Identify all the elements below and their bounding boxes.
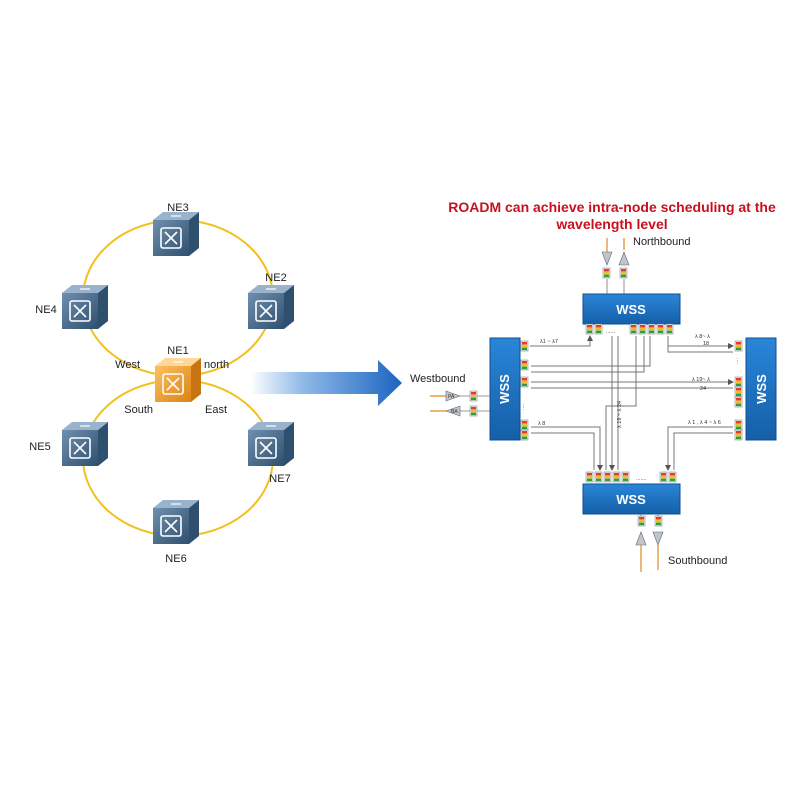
wl-l8: λ 8: [538, 421, 545, 427]
northbound-label: Northbound: [633, 236, 691, 248]
wl-l1-l4-l6: λ 1 , λ 4 ~ λ 6: [688, 420, 721, 426]
ne3-label: NE3: [167, 202, 188, 214]
roadm-panel: ROADM can achieve intra-node scheduling …: [410, 199, 777, 572]
wl-l8-18a: λ 8~ λ: [695, 334, 710, 340]
ne2-label: NE2: [265, 272, 286, 284]
port-west-label: West: [115, 359, 140, 371]
wl-l19-24v: λ 19 ~ λ 24: [617, 401, 623, 428]
westbound-amplifiers: PA BA: [430, 390, 490, 417]
wss-north[interactable]: [582, 293, 681, 325]
ne1-label: NE1: [167, 345, 188, 357]
port-east-label: East: [205, 404, 227, 416]
ne7-icon[interactable]: [247, 421, 295, 467]
ne6-label: NE6: [165, 553, 186, 565]
ne5-icon[interactable]: [61, 421, 109, 467]
westbound-label: Westbound: [410, 373, 465, 385]
ne1-icon[interactable]: [154, 357, 202, 403]
wss-east[interactable]: [745, 337, 777, 441]
wss-north-label: WSS: [616, 302, 646, 317]
wavelength-labels: λ1 ~ λ7 λ 8~ λ 18 λ 19~ λ 24 λ 8 λ 19 ~ …: [538, 334, 721, 428]
svg-text:......: ......: [606, 329, 616, 335]
wss-east-ports: ....: [734, 340, 743, 441]
wss-south-label: WSS: [616, 492, 646, 507]
ne2-icon[interactable]: [247, 284, 295, 330]
svg-text:....: ....: [735, 358, 741, 365]
wl-l19-24a: λ 19~ λ: [692, 377, 710, 383]
roadm-title-line1: ROADM can achieve intra-node scheduling …: [448, 199, 776, 215]
ne6-icon[interactable]: [152, 499, 200, 545]
southbound-amplifiers: [635, 514, 664, 572]
ba-label: BA: [451, 409, 458, 415]
wl-l1-l7: λ1 ~ λ7: [540, 339, 558, 345]
port-south-label: South: [124, 404, 153, 416]
southbound-label: Southbound: [668, 555, 727, 567]
transition-arrow: [250, 360, 402, 406]
northbound-amplifiers: [601, 238, 630, 294]
ne4-label: NE4: [35, 304, 56, 316]
wss-north-ports: ......: [585, 323, 674, 335]
ne7-label: NE7: [269, 473, 290, 485]
wl-l19-24b: 24: [700, 386, 706, 392]
wss-west-ports: ....: [520, 340, 529, 441]
ne3-icon[interactable]: [152, 211, 200, 257]
wss-west[interactable]: [489, 337, 521, 441]
ne5-label: NE5: [29, 441, 50, 453]
pa-label: PA: [448, 394, 455, 400]
ne4-icon[interactable]: [61, 284, 109, 330]
svg-text:....: ....: [521, 404, 527, 411]
wss-south[interactable]: [582, 483, 681, 515]
svg-text:.......: .......: [636, 476, 647, 482]
wl-l8-18b: 18: [703, 341, 709, 347]
ring-network: NE3 NE2 NE4 NE1 West north South East NE…: [29, 202, 295, 565]
wss-east-label: WSS: [754, 374, 769, 404]
wss-west-label: WSS: [497, 374, 512, 404]
wss-south-ports: .......: [585, 471, 677, 483]
roadm-title-line2: wavelength level: [555, 216, 667, 232]
port-north-label: north: [204, 359, 229, 371]
internal-connections: [530, 335, 734, 471]
